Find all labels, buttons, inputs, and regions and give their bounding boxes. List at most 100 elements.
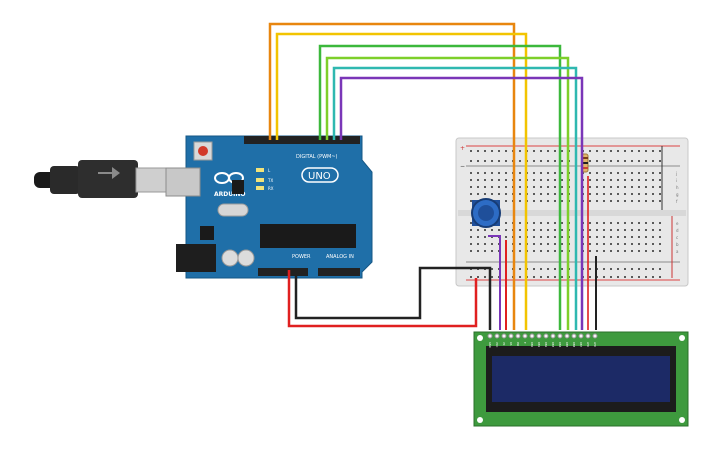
breadboard-hole[interactable] (547, 150, 549, 152)
breadboard-hole[interactable] (659, 250, 661, 252)
breadboard-hole[interactable] (547, 229, 549, 231)
breadboard-hole[interactable] (645, 236, 647, 238)
lcd-pin[interactable] (515, 333, 521, 339)
arduino-uno-board[interactable]: ARDUINO UNO DIGITAL (PWM~) L TX RX POWER… (165, 135, 373, 279)
breadboard-hole[interactable] (505, 179, 507, 181)
breadboard-hole[interactable] (624, 193, 626, 195)
breadboard-hole[interactable] (533, 160, 535, 162)
breadboard-hole[interactable] (484, 250, 486, 252)
breadboard-hole[interactable] (645, 222, 647, 224)
wire-purple-pot[interactable] (488, 235, 501, 330)
breadboard-hole[interactable] (519, 200, 521, 202)
breadboard-hole[interactable] (519, 160, 521, 162)
breadboard-hole[interactable] (659, 229, 661, 231)
breadboard-hole[interactable] (659, 222, 661, 224)
usb-cable[interactable] (34, 160, 173, 198)
breadboard-hole[interactable] (659, 172, 661, 174)
breadboard-hole[interactable] (561, 160, 563, 162)
lcd-pin[interactable] (550, 333, 556, 339)
breadboard-hole[interactable] (491, 186, 493, 188)
breadboard-hole[interactable] (533, 179, 535, 181)
breadboard-hole[interactable] (498, 179, 500, 181)
breadboard-hole[interactable] (638, 200, 640, 202)
breadboard-hole[interactable] (547, 193, 549, 195)
breadboard-hole[interactable] (484, 276, 486, 278)
breadboard-hole[interactable] (596, 229, 598, 231)
breadboard-hole[interactable] (554, 200, 556, 202)
breadboard-hole[interactable] (477, 229, 479, 231)
breadboard-hole[interactable] (659, 268, 661, 270)
breadboard-hole[interactable] (624, 243, 626, 245)
breadboard-hole[interactable] (638, 172, 640, 174)
wire-teal[interactable] (332, 66, 578, 330)
breadboard-hole[interactable] (589, 229, 591, 231)
breadboard-hole[interactable] (659, 160, 661, 162)
breadboard-hole[interactable] (603, 179, 605, 181)
breadboard-hole[interactable] (638, 179, 640, 181)
breadboard-hole[interactable] (645, 276, 647, 278)
breadboard-hole[interactable] (484, 179, 486, 181)
breadboard-hole[interactable] (659, 276, 661, 278)
breadboard-hole[interactable] (470, 250, 472, 252)
breadboard-hole[interactable] (554, 193, 556, 195)
breadboard-hole[interactable] (519, 193, 521, 195)
breadboard-hole[interactable] (477, 276, 479, 278)
breadboard-hole[interactable] (547, 243, 549, 245)
breadboard-hole[interactable] (505, 172, 507, 174)
breadboard-hole[interactable] (498, 186, 500, 188)
breadboard-hole[interactable] (491, 179, 493, 181)
breadboard-hole[interactable] (589, 276, 591, 278)
breadboard-hole[interactable] (624, 236, 626, 238)
breadboard-hole[interactable] (624, 186, 626, 188)
breadboard-hole[interactable] (652, 179, 654, 181)
breadboard-hole[interactable] (652, 236, 654, 238)
breadboard-hole[interactable] (638, 236, 640, 238)
breadboard-hole[interactable] (659, 200, 661, 202)
breadboard-hole[interactable] (617, 160, 619, 162)
breadboard-hole[interactable] (540, 172, 542, 174)
breadboard-hole[interactable] (596, 172, 598, 174)
breadboard-hole[interactable] (533, 276, 535, 278)
breadboard-hole[interactable] (589, 200, 591, 202)
breadboard-hole[interactable] (589, 186, 591, 188)
breadboard-hole[interactable] (631, 179, 633, 181)
breadboard-hole[interactable] (624, 200, 626, 202)
breadboard-hole[interactable] (470, 172, 472, 174)
breadboard-hole[interactable] (477, 193, 479, 195)
breadboard-hole[interactable] (617, 193, 619, 195)
lcd-pin[interactable] (501, 333, 507, 339)
breadboard-hole[interactable] (470, 150, 472, 152)
breadboard-hole[interactable] (589, 193, 591, 195)
breadboard-hole[interactable] (554, 186, 556, 188)
breadboard-hole[interactable] (540, 229, 542, 231)
breadboard-hole[interactable] (603, 150, 605, 152)
breadboard-hole[interactable] (519, 243, 521, 245)
breadboard-hole[interactable] (603, 222, 605, 224)
breadboard-hole[interactable] (561, 243, 563, 245)
breadboard-hole[interactable] (505, 150, 507, 152)
breadboard-hole[interactable] (491, 243, 493, 245)
breadboard-hole[interactable] (477, 250, 479, 252)
breadboard-hole[interactable] (491, 229, 493, 231)
breadboard-hole[interactable] (470, 200, 472, 202)
breadboard-hole[interactable] (652, 186, 654, 188)
wire-green[interactable] (318, 44, 562, 330)
breadboard-hole[interactable] (547, 250, 549, 252)
breadboard-hole[interactable] (645, 193, 647, 195)
breadboard-hole[interactable] (519, 276, 521, 278)
breadboard-hole[interactable] (561, 172, 563, 174)
breadboard-hole[interactable] (540, 222, 542, 224)
breadboard-hole[interactable] (603, 172, 605, 174)
breadboard-hole[interactable] (589, 222, 591, 224)
breadboard-hole[interactable] (596, 160, 598, 162)
breadboard-hole[interactable] (645, 268, 647, 270)
breadboard-hole[interactable] (631, 276, 633, 278)
breadboard-hole[interactable] (533, 268, 535, 270)
breadboard-hole[interactable] (491, 250, 493, 252)
breadboard-hole[interactable] (547, 268, 549, 270)
breadboard-hole[interactable] (519, 150, 521, 152)
lcd-pin[interactable] (508, 333, 514, 339)
breadboard-hole[interactable] (540, 200, 542, 202)
breadboard-hole[interactable] (554, 243, 556, 245)
breadboard-hole[interactable] (470, 179, 472, 181)
